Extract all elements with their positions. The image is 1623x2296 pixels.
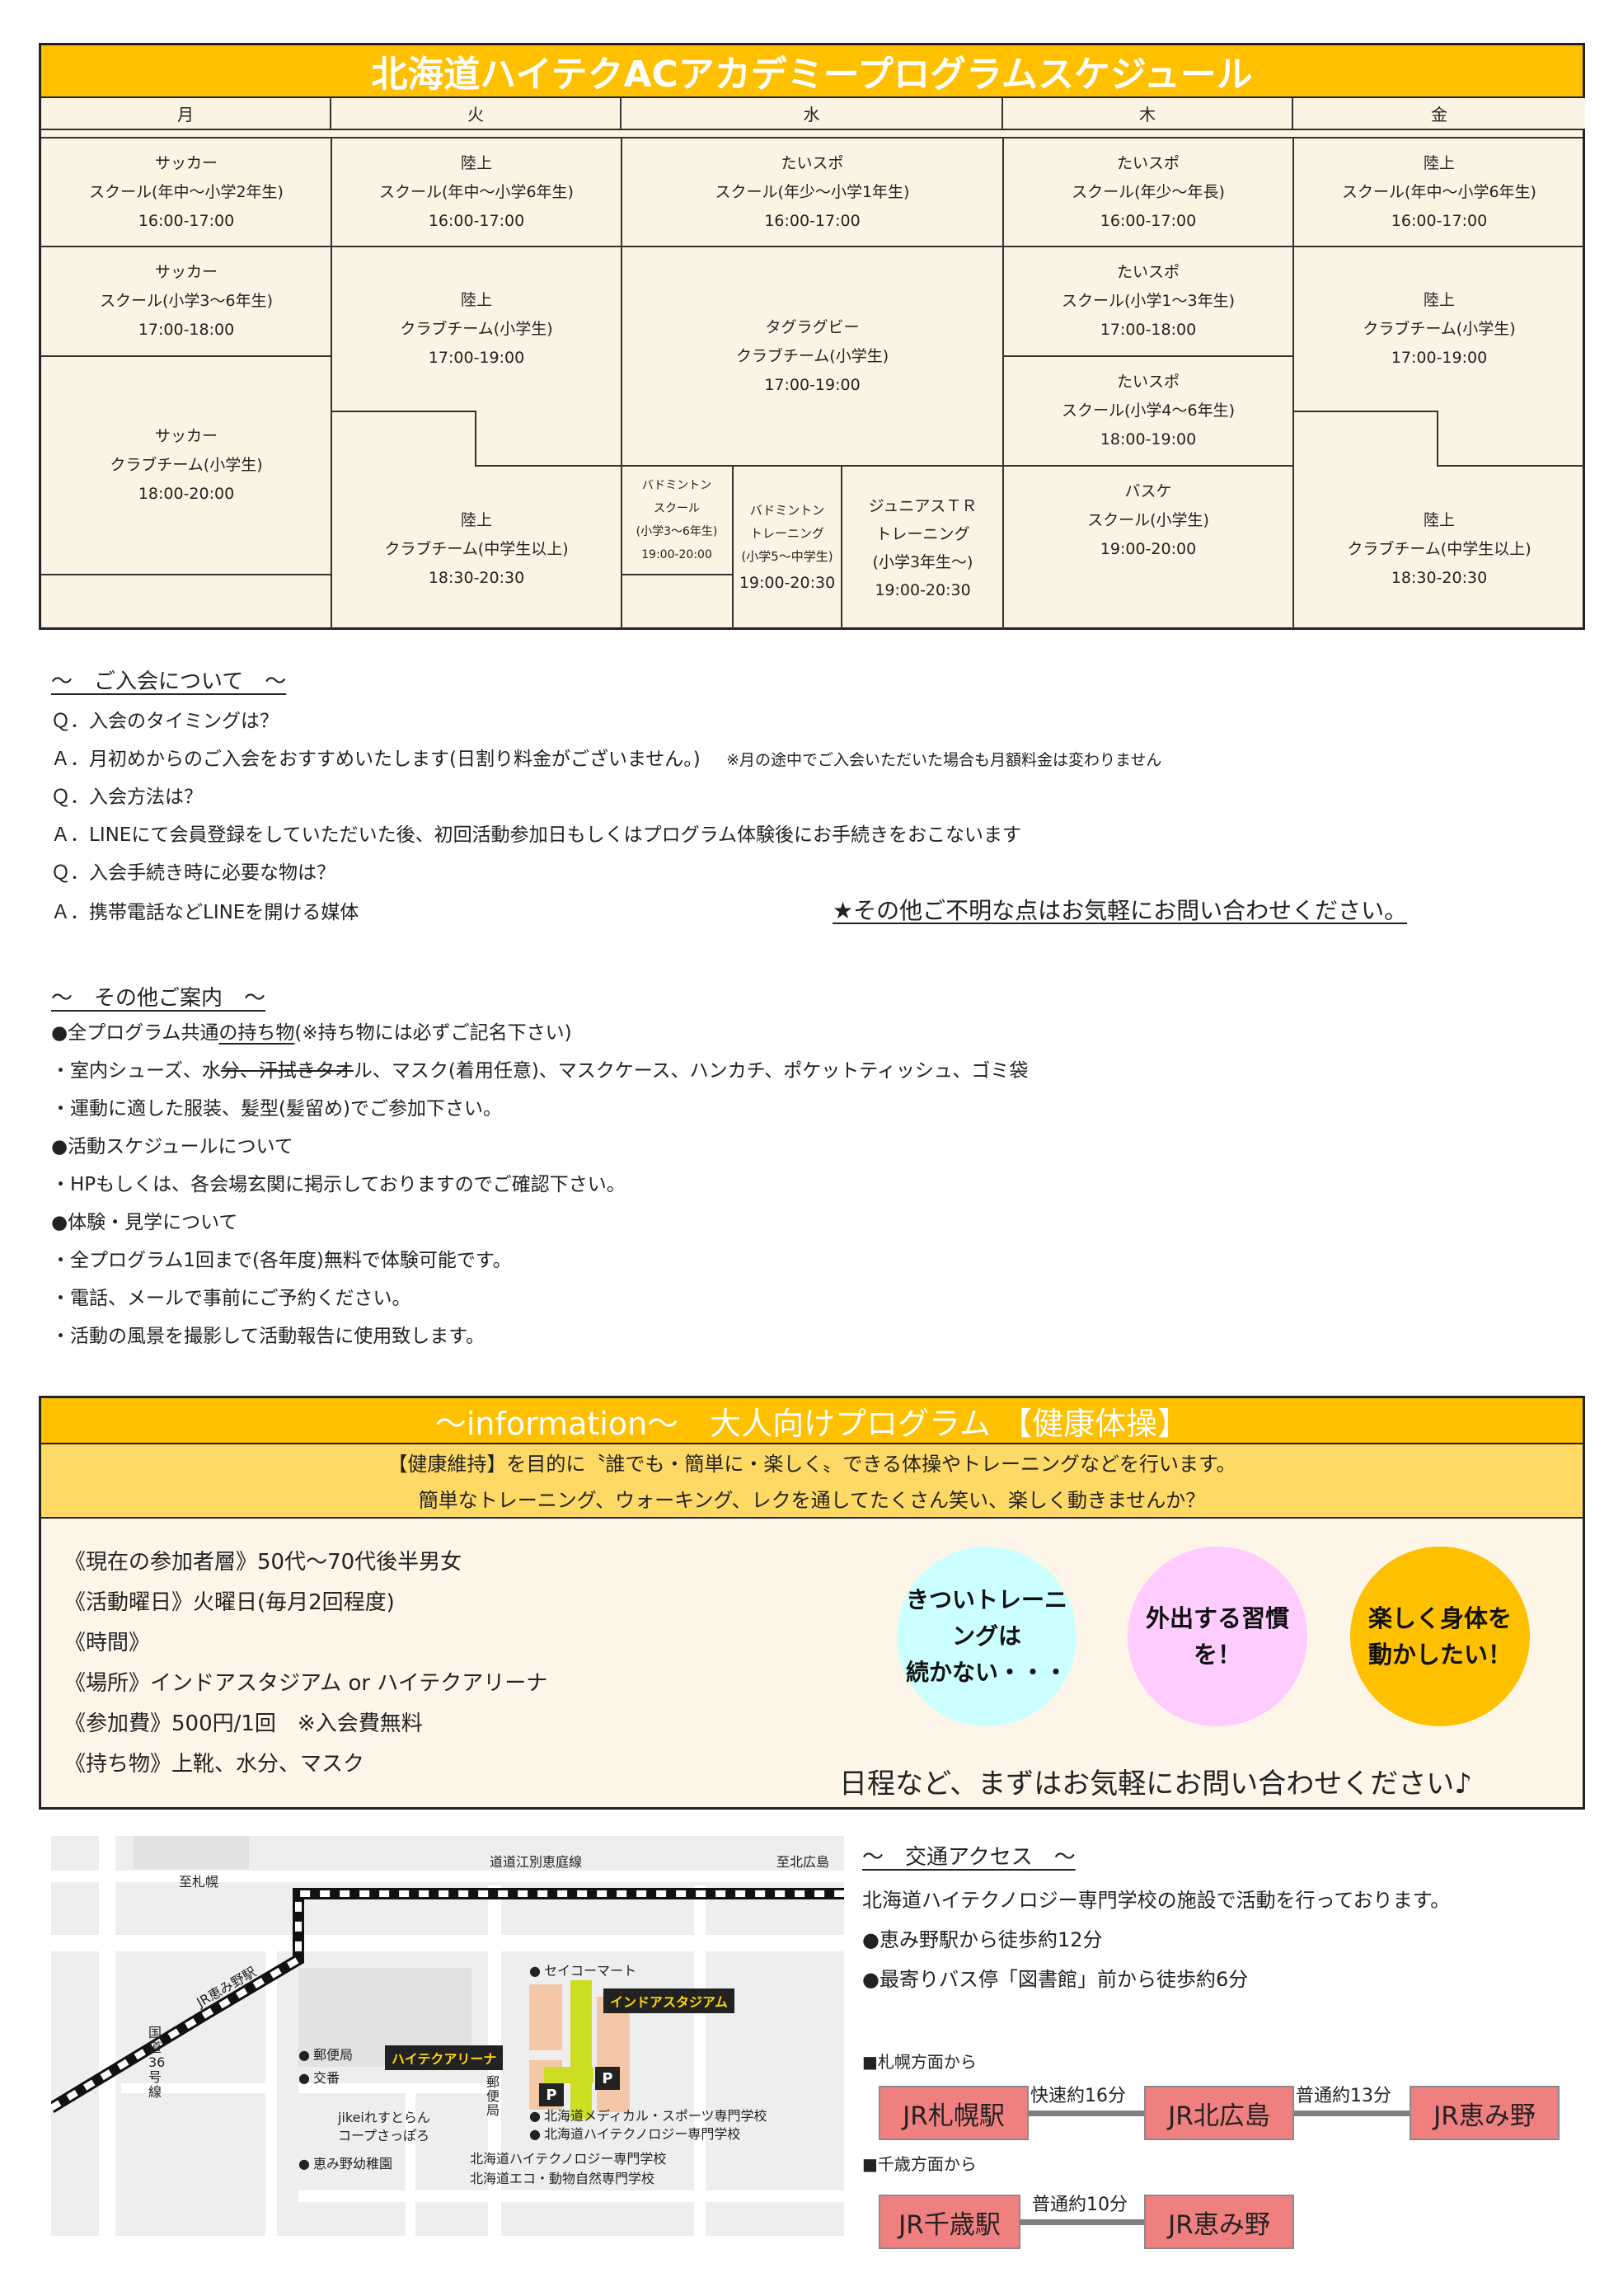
admission-a1-note: ※月の途中でご入会いただいた場合も月額料金は変わりません [726,751,1162,769]
bubble-go-out-habit: 外出する習慣を！ [1128,1547,1307,1726]
rail-local-13min: 普通約13分 [1296,2086,1391,2106]
information-box: ～information～ 大人向けプログラム 【健康体操】 【健康維持】を目的… [39,1396,1585,1810]
admission-q3: Ｑ．入会手続き時に必要な物は？ [51,862,335,884]
info-time: 《時間》 [64,1631,151,1655]
map-megumino-kindergarten: 恵み野幼稚園 [298,2153,392,2172]
schedule-cell-mon-2: サッカースクール(小学3～6年生)17:00-18:00 [99,263,273,339]
admission-q2: Ｑ．入会方法は？ [51,786,203,808]
info-place: 《場所》インドアスタジアム or ハイテクアリーナ [64,1671,548,1696]
map-school-hitech-1: 北海道ハイテクノロジー専門学校 [529,2123,740,2143]
map-to-sapporo: 至札幌 [179,1874,219,1890]
information-title: ～information～ 大人向けプログラム 【健康体操】 [41,1398,1583,1444]
bubble-enjoy-moving: 楽しく身体を動かしたい！ [1350,1547,1530,1726]
admission-heading: ～ ご入会について ～ [51,669,287,694]
schedule-cell-thu-3: たいスポスクール(小学4～6年生)18:00-19:00 [1061,373,1235,448]
railway-line [51,1888,844,2113]
day-header-tue: 火 [331,98,622,130]
day-header-thu: 木 [1003,98,1293,130]
schedule-cell-fri-3: 陸上クラブチーム(中学生以上)18:30-20:30 [1347,510,1532,587]
schedule-cell-fri-1: 陸上スクール(年中～小学6年生)16:00-17:00 [1342,153,1536,230]
rail-rapid-16min: 快速約16分 [1030,2086,1126,2106]
admission-q1: Ｑ．入会のタイミングは？ [51,711,279,732]
station-jr-chitose: JR千歳駅 [879,2195,1020,2249]
parking-icon-1: P [595,2067,620,2090]
schedule-cell-wed-badminton-school: バドミントンスクール(小学3～6年生)19:00-20:00 [636,479,718,561]
info-belongings: 《持ち物》上靴、水分、マスク [64,1752,365,1777]
rail-segment-1 [1029,2111,1144,2116]
schedule-table: 北海道ハイテクACアカデミープログラムスケジュール 月 火 水 木 金 サッカー… [39,43,1585,630]
station-jr-megumino: JR恵み野 [1410,2086,1560,2140]
other-trial-free: ・全プログラム1回まで(各年度)無料で体験可能です。 [51,1250,512,1271]
information-subtitle: 【健康維持】を目的に〝誰でも・簡単に・楽しく〟できる体操やトレーニングなどを行い… [41,1444,1583,1519]
station-jr-kitahiroshima: JR北広島 [1144,2086,1294,2140]
other-schedule-info: ・HPもしくは、各会場玄関に掲示しておりますのでご確認下さい。 [51,1174,626,1195]
admission-a2: Ａ．LINEにて会員登録をしていただいた後、初回活動参加日もしくはプログラム体験… [51,824,1021,846]
access-heading: ～ 交通アクセス ～ [862,1845,1076,1870]
access-description: 北海道ハイテクノロジー専門学校の施設で活動を行っております。 [862,1889,1451,1912]
map-indoor-stadium: インドアスタジアム [603,1988,734,2013]
map-post-office-vertical: 郵便局 [486,2074,500,2118]
map-post-office: 郵便局 [298,2044,353,2064]
other-trial-reserve: ・電話、メールで事前にご予約ください。 [51,1288,411,1309]
other-photo-notice: ・活動の風景を撮影して活動報告に使用致します。 [51,1326,485,1347]
map-jikei-restaurant: jikeiれすとらん [338,2110,430,2125]
schedule-title: 北海道ハイテクACアカデミープログラムスケジュール [41,45,1583,98]
bubble-hard-training: きついトレーニングは続かない・・・ [897,1547,1077,1726]
parking-icon-2: P [539,2083,564,2106]
access-from-sapporo: ■札幌方面から [862,2052,977,2072]
map-route36: 国道36号線 [148,2025,166,2100]
schedule-cell-mon-3: サッカークラブチーム(小学生)18:00-20:00 [110,427,263,503]
schedule-cell-thu-2: たいスポスクール(小学1～3年生)17:00-18:00 [1061,263,1235,339]
schedule-cell-wed-badminton-training: バドミントントレーニング(小学5～中学生)19:00-20:30 [739,503,836,592]
access-map: P P 道道江別恵庭線 至札幌 至北広島 JR恵み野駅 国道36号線 セイコーマ… [51,1836,844,2236]
station-jr-megumino-2: JR恵み野 [1144,2195,1294,2249]
admission-a3: Ａ．携帯電話などLINEを開ける媒体 [51,902,359,923]
schedule-cell-wed-2: タグラグビークラブチーム(小学生)17:00-19:00 [735,317,889,394]
schedule-cell-tue-3: 陸上クラブチーム(中学生以上)18:30-20:30 [384,510,569,587]
header-gap [41,130,1583,139]
schedule-cell-tue-2: 陸上クラブチーム(小学生)17:00-19:00 [400,290,553,367]
info-day: 《活動曜日》火曜日(毎月2回程度) [64,1590,395,1615]
other-clothing: ・運動に適した服装、髪型(髪留め)でご参加下さい。 [51,1098,502,1120]
schedule-cell-fri-2: 陸上クラブチーム(小学生)17:00-19:00 [1363,290,1516,367]
other-heading: ～ その他ご案内 ～ [51,986,266,1011]
schedule-cell-thu-1: たいスポスクール(年少～年長)16:00-17:00 [1072,153,1225,230]
map-school-hitech-2: 北海道ハイテクノロジー専門学校 [470,2151,667,2167]
other-belongings-list: ・室内シューズ、水分、汗拭きタオル、マスク(着用任意)、マスクケース、ハンカチ、… [51,1060,1029,1082]
info-participants: 《現在の参加者層》50代～70代後半男女 [64,1550,462,1575]
other-schedule-title: ●活動スケジュールについて [51,1136,293,1157]
rail-segment-2 [1294,2111,1410,2116]
schedule-cell-mon-1: サッカースクール(年中～小学2年生)16:00-17:00 [89,153,284,230]
map-school-eco: 北海道エコ・動物自然専門学校 [470,2171,655,2186]
map-school-medical-sports: 北海道メディカル・スポーツ専門学校 [529,2105,767,2125]
admission-contact-note: ★その他ご不明な点はお気軽にお問い合わせください。 [833,897,1408,924]
day-header-wed: 水 [622,98,1003,130]
map-police-box: 交番 [298,2067,340,2087]
other-belongings-title: ●全プログラム共通の持ち物(※持ち物には必ずご記名下さい) [51,1022,572,1044]
schedule-cell-wed-1: たいスポスクール(年少～小学1年生)16:00-17:00 [715,153,910,230]
access-walk-station: ●恵み野駅から徒歩約12分 [862,1928,1103,1951]
rail-segment-3 [1020,2219,1144,2225]
map-road-label: 道道江別恵庭線 [490,1854,583,1870]
info-fee: 《参加費》500円/1回 ※入会費無料 [64,1711,423,1736]
schedule-cell-thu-4: バスケスクール(小学生)19:00-20:00 [1087,481,1209,558]
map-to-kitahiroshima: 至北広島 [776,1854,830,1870]
info-contact-cta: 日程など、まずはお気軽にお問い合わせください♪ [839,1768,1472,1801]
other-trial-title: ●体験・見学について [51,1212,238,1233]
access-from-chitose: ■千歳方面から [862,2154,977,2174]
station-jr-sapporo: JR札幌駅 [879,2086,1029,2140]
access-walk-bus: ●最寄りバス停「図書館」前から徒歩約6分 [862,1968,1249,1991]
map-coop: コープさっぽろ [338,2128,430,2143]
map-hitech-arena: ハイテクアリーナ [385,2045,504,2070]
rail-local-10min: 普通約10分 [1032,2195,1128,2215]
admission-a1: Ａ．月初めからのご入会をおすすめいたします(日割り料金がございません。) ※月の… [51,749,1162,770]
day-header-mon: 月 [41,98,331,130]
schedule-cell-tue-1: 陸上スクール(年中～小学6年生)16:00-17:00 [379,153,574,230]
map-seicomart: セイコーマート [529,1960,636,1979]
day-header-fri: 金 [1293,98,1585,130]
